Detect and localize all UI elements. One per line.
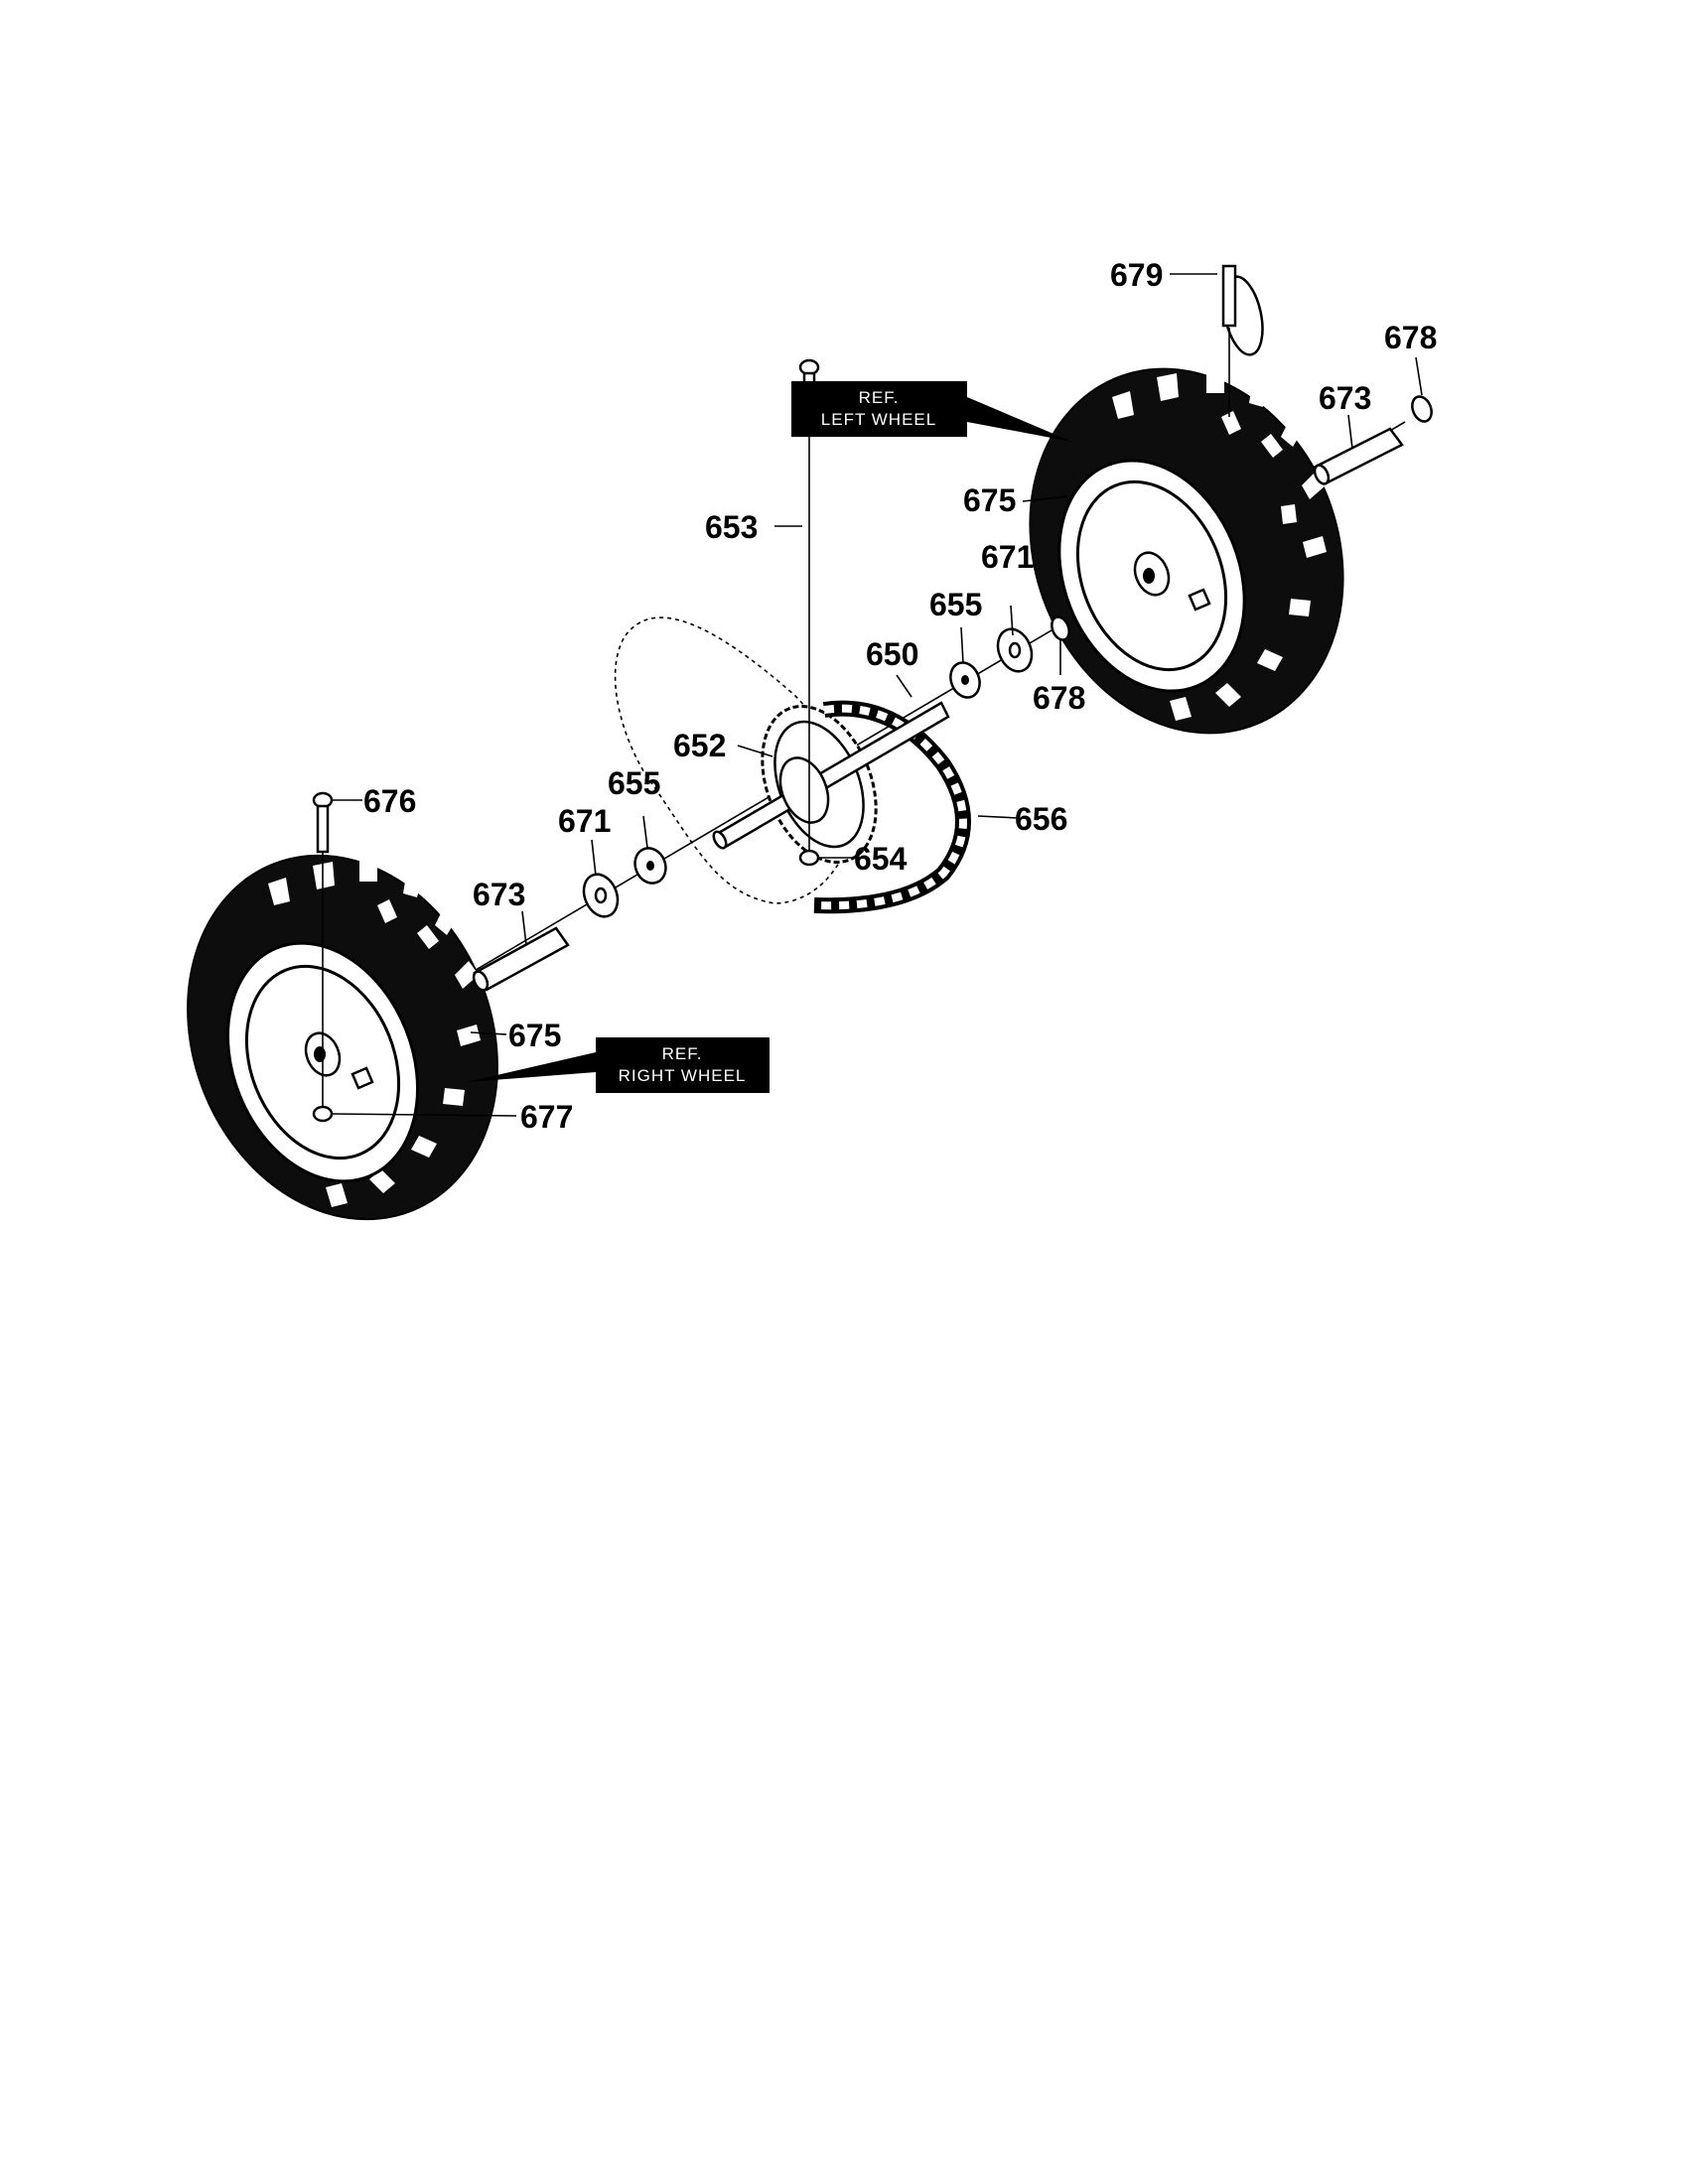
chain-path-outline (614, 616, 845, 904)
ref-left-line2: LEFT WHEEL (821, 410, 936, 429)
ref-left-line1: REF. (859, 388, 900, 407)
callout-671-right: 671 (981, 539, 1034, 575)
callout-677: 677 (520, 1099, 573, 1135)
callout-678-top: 678 (1384, 320, 1437, 355)
callout-678-mid: 678 (1033, 680, 1085, 716)
callout-656: 656 (1015, 801, 1067, 837)
callouts: 679 678 673 675 653 671 655 650 678 652 … (363, 257, 1437, 1135)
left-wheel (1029, 367, 1344, 735)
bolt-676 (312, 791, 334, 1112)
clip-678-top (1411, 395, 1433, 423)
spacer-673-left (472, 926, 570, 992)
callout-654: 654 (854, 841, 908, 877)
callout-676: 676 (363, 783, 416, 819)
nut-677 (312, 1105, 334, 1123)
clip-678-mid (1051, 615, 1070, 641)
axle-shaft (712, 701, 950, 850)
ref-right-line1: REF. (662, 1044, 703, 1063)
callout-655-left: 655 (608, 765, 660, 801)
right-wheel (187, 854, 498, 1221)
washer-671-left (582, 873, 620, 918)
leader-lines (332, 273, 1423, 1117)
nut-654 (798, 849, 820, 867)
spacer-673-right (1313, 427, 1404, 485)
callout-679: 679 (1110, 257, 1163, 293)
callout-655-right: 655 (929, 587, 982, 622)
callout-675-left-wheel: 675 (963, 482, 1016, 518)
callout-673-right: 673 (1319, 380, 1371, 416)
callout-675-right-wheel: 675 (508, 1018, 561, 1053)
nut-655-left (633, 847, 667, 885)
callout-671-left: 671 (558, 803, 611, 839)
callout-673-left: 673 (473, 877, 525, 912)
ref-right-line2: RIGHT WHEEL (619, 1066, 747, 1085)
callout-650: 650 (866, 636, 918, 672)
lynch-pin-679 (1221, 264, 1264, 417)
right-wheel-tread (268, 858, 481, 1207)
callout-653: 653 (705, 509, 758, 545)
callout-652: 652 (673, 728, 726, 763)
washer-671-right (996, 627, 1034, 673)
left-wheel-tread (1112, 369, 1327, 721)
nut-655-right (949, 661, 981, 699)
ref-left-wheel-box: REF. LEFT WHEEL (791, 381, 1072, 442)
roller-chain (813, 700, 971, 914)
ref-right-wheel-box: REF. RIGHT WHEEL (467, 1037, 770, 1093)
